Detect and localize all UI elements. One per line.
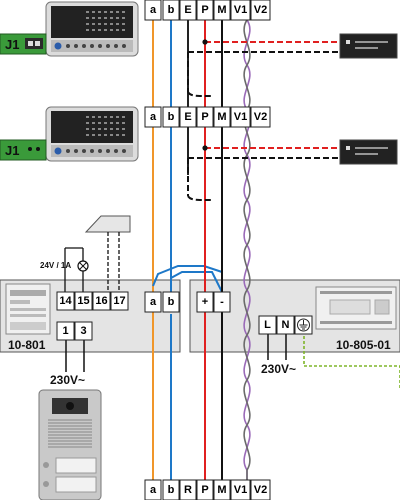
socket-adapter-icon [339, 139, 398, 165]
video-pair-wire [243, 19, 251, 480]
module-805-output-terminals: + - [196, 291, 231, 313]
terminal-row-middle: a b E P M V1 V2 [144, 106, 271, 128]
terminal-801-a: a [150, 296, 157, 308]
terminal-top-m: M [217, 4, 226, 16]
module-801-bus-terminals: a b [144, 291, 180, 313]
module-805-supply-label: 230V~ [261, 362, 296, 376]
terminal-n: N [282, 319, 290, 331]
terminal-3: 3 [80, 325, 86, 337]
module-10-801-device-icon [5, 283, 51, 335]
terminal-bot-a: a [150, 484, 157, 496]
terminal-bot-r: R [184, 484, 192, 496]
earth-wire [303, 326, 400, 390]
terminal-row-bottom: a b R P M V1 V2 [144, 479, 271, 500]
terminal-top-b: b [168, 4, 175, 16]
module-801-relay-terminals: 14 15 16 17 [56, 291, 129, 311]
terminal-bot-b: b [168, 484, 175, 496]
module-805-label: 10-805-01 [336, 338, 391, 352]
terminal-minus: - [220, 296, 224, 308]
terminal-mid-v2: V2 [254, 111, 267, 123]
module-805-mains-terminals: L N [258, 315, 313, 335]
terminal-mid-v1: V1 [234, 111, 247, 123]
terminal-bot-v1: V1 [234, 484, 247, 496]
terminal-mid-p: P [201, 111, 208, 123]
jumper-upper-label: J1 [5, 37, 19, 52]
terminal-mid-b: b [168, 111, 175, 123]
junction-dot [202, 39, 208, 45]
module-801-power-terminals: 1 3 [56, 321, 93, 341]
socket-adapter-icon [339, 33, 398, 59]
terminal-bot-v2: V2 [254, 484, 267, 496]
relay-wiring [64, 232, 120, 292]
terminal-mid-e: E [184, 111, 191, 123]
terminal-plus: + [202, 296, 208, 308]
terminal-top-e: E [184, 4, 191, 16]
relay-rating-label: 24V / 1A [40, 261, 71, 270]
terminal-l: L [264, 319, 271, 331]
terminal-top-p: P [201, 4, 208, 16]
terminal-mid-a: a [150, 111, 157, 123]
video-monitor-icon [45, 106, 139, 162]
junction-dot [202, 145, 208, 151]
terminal-16: 16 [95, 295, 107, 307]
terminal-15: 15 [77, 295, 89, 307]
lamp-icon [84, 215, 131, 233]
terminal-bot-m: M [217, 484, 226, 496]
terminal-14: 14 [59, 295, 72, 307]
video-monitor-icon [45, 1, 139, 57]
terminal-bot-p: P [201, 484, 208, 496]
terminal-1: 1 [62, 325, 68, 337]
terminal-801-b: b [168, 296, 175, 308]
door-opener-icon [77, 260, 89, 272]
terminal-mid-m: M [217, 111, 226, 123]
jumper-lower-label: J1 [5, 143, 19, 158]
jumper-j1-upper: J1 [0, 33, 47, 55]
module-10-805-device-icon [315, 286, 397, 330]
terminal-top-a: a [150, 4, 157, 16]
module-801-label: 10-801 [8, 338, 46, 352]
monitor-branch-wires [187, 41, 340, 201]
module-801-supply-label: 230V~ [50, 373, 85, 387]
terminal-top-v2: V2 [254, 4, 267, 16]
jumper-j1-lower: J1 [0, 139, 47, 161]
earth-icon [297, 318, 310, 332]
terminal-17: 17 [113, 295, 125, 307]
terminal-row-top: a b E P M V1 V2 [144, 0, 271, 21]
door-station-icon [38, 389, 102, 500]
terminal-top-v1: V1 [234, 4, 247, 16]
